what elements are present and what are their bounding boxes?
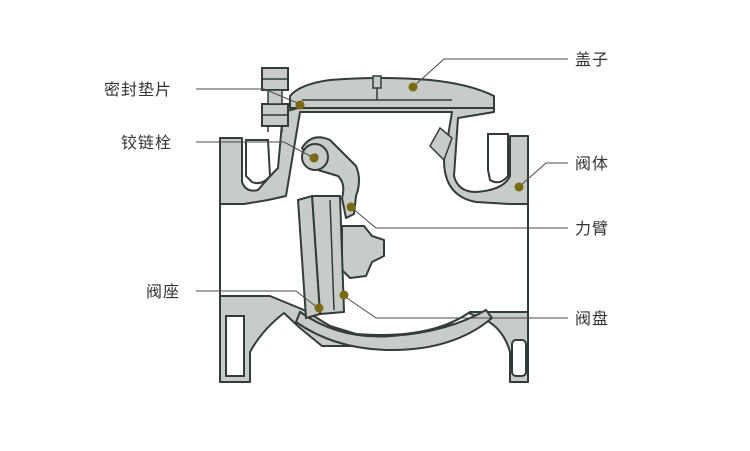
bonnet-cover	[289, 77, 495, 109]
leader-gasket	[196, 88, 301, 105]
label-hinge-pin: 铰链栓	[121, 133, 172, 152]
label-gasket: 密封垫片	[104, 80, 172, 99]
labels: 密封垫片 铰链栓 阀座 盖子 阀体 力臂 阀盘	[104, 50, 609, 328]
leader-disc	[343, 295, 568, 319]
leader-body	[519, 162, 568, 187]
marker-body	[514, 182, 524, 192]
disc-boss	[341, 225, 385, 279]
flange-slot-right	[511, 339, 527, 377]
marker-hinge-pin	[309, 153, 319, 163]
marker-bonnet	[408, 82, 418, 92]
label-bonnet: 盖子	[575, 50, 609, 69]
seat-ring	[296, 194, 322, 320]
label-valve-seat: 阀座	[146, 282, 180, 301]
leader-hinge-pin	[196, 141, 315, 159]
bolt-shank	[267, 89, 283, 105]
marker-dots	[295, 82, 524, 313]
bonnet-bolt	[261, 67, 289, 132]
marker-disc	[339, 290, 349, 300]
leader-lines	[196, 58, 568, 319]
disc-face-line	[329, 199, 335, 311]
swing-arm-assembly	[296, 136, 385, 320]
label-disc: 阀盘	[575, 309, 609, 328]
marker-seat	[314, 303, 324, 313]
label-arm: 力臂	[575, 219, 609, 238]
marker-arm	[346, 202, 356, 212]
leader-seat	[196, 290, 319, 309]
label-valve-body: 阀体	[575, 154, 609, 173]
leader-bonnet	[413, 58, 568, 87]
leader-arm	[351, 207, 568, 229]
flange-notch-right	[487, 133, 509, 184]
bonnet	[289, 75, 495, 162]
flange-notch-left	[245, 139, 272, 185]
marker-gasket	[295, 100, 305, 110]
bonnet-boss	[429, 126, 453, 162]
bonnet-eyebolt	[372, 75, 382, 89]
flange-notch-left-lower	[225, 315, 245, 377]
